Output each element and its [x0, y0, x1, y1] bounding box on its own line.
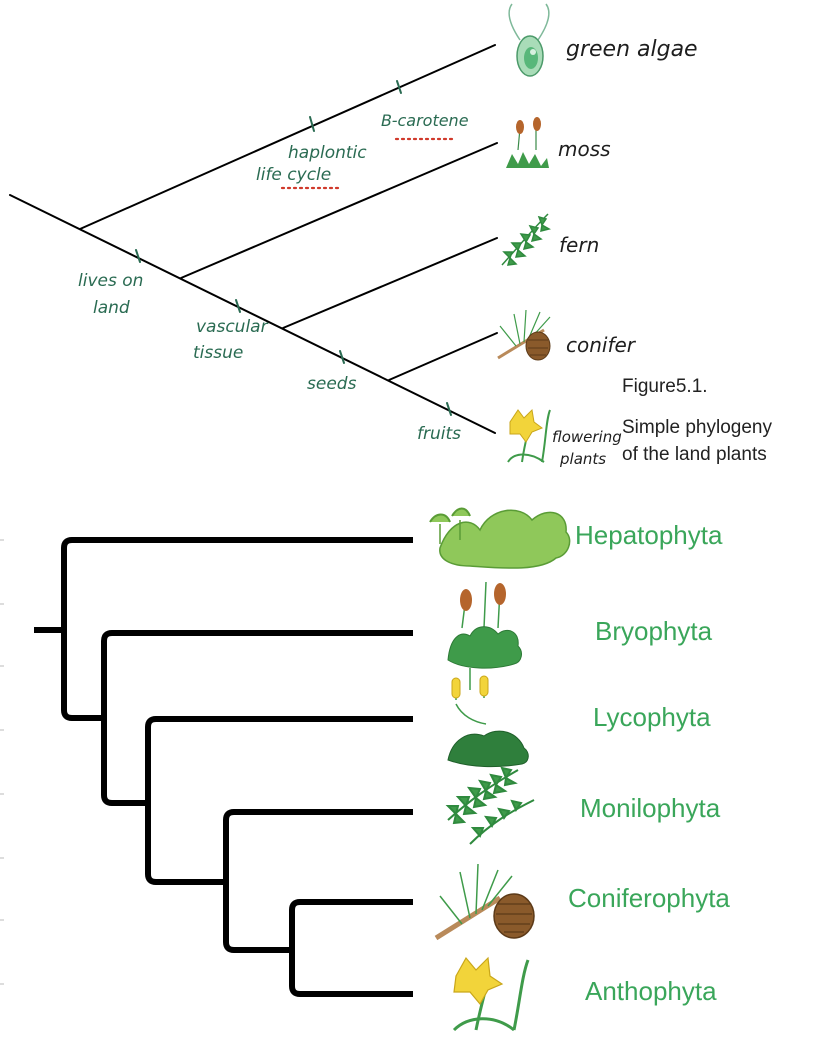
conifer-icon — [497, 309, 551, 361]
taxon-moss: moss — [558, 137, 611, 161]
tick-seeds — [339, 350, 345, 364]
taxon-anthophyta: Anthophyta — [585, 976, 717, 1006]
taxon-fern: fern — [559, 233, 599, 257]
left-edge-marks — [0, 539, 4, 985]
top-taxa-labels: green algae moss fern conifer flowering … — [552, 37, 698, 468]
label-haplontic: haplontic — [288, 143, 367, 163]
taxon-lycophyta: Lycophyta — [593, 702, 711, 732]
tick-beta-carotene — [396, 80, 402, 94]
figure-caption: Figure5.1. Simple phylogeny of the land … — [622, 376, 772, 465]
label-land: land — [93, 298, 130, 318]
caption-figure-number: Figure5.1. — [622, 376, 708, 397]
branch-green-algae — [79, 44, 496, 230]
label-lives-on: lives on — [78, 271, 143, 291]
character-labels: lives on land vascular tissue seeds frui… — [78, 111, 469, 444]
character-ticks — [135, 80, 452, 416]
top-cladogram — [9, 44, 498, 434]
lycophyte-icon — [447, 668, 529, 768]
clade-monilophyta-up — [223, 809, 413, 953]
caption-line-2: of the land plants — [622, 444, 767, 465]
taxon-monilophyta: Monilophyta — [580, 793, 721, 823]
bottom-cladogram — [34, 537, 413, 997]
branch-conifer — [388, 332, 498, 381]
taxon-conifer: conifer — [566, 333, 637, 357]
tick-vascular-tissue — [235, 299, 241, 313]
tick-fruits — [446, 402, 452, 416]
branch-fern — [282, 237, 498, 329]
taxon-plants: plants — [559, 450, 606, 468]
conifer-large-icon — [434, 863, 535, 941]
branch-moss — [180, 142, 498, 279]
label-fruits: fruits — [417, 424, 461, 444]
taxon-green-algae: green algae — [566, 37, 698, 62]
bottom-taxa-labels: Hepatophyta Bryophyta Lycophyta Moniloph… — [568, 520, 730, 1006]
bryophyte-icon — [447, 581, 522, 669]
label-beta-carotene: B-carotene — [381, 111, 469, 130]
moss-icon — [506, 117, 549, 168]
anthophyte-icon — [452, 956, 530, 1032]
tick-lives-on-land — [135, 249, 141, 263]
fern-icon — [501, 213, 551, 266]
monilophyte-icon — [445, 766, 535, 845]
liverwort-icon — [429, 507, 571, 569]
clade-bryophyta-up — [101, 630, 413, 806]
clade-all — [61, 537, 413, 721]
taxon-bryophyta: Bryophyta — [595, 616, 713, 646]
flower-icon-top — [507, 408, 551, 463]
taxon-hepatophyta: Hepatophyta — [575, 520, 723, 550]
caption-line-1: Simple phylogeny — [622, 417, 772, 438]
taxon-coniferophyta: Coniferophyta — [568, 883, 730, 913]
clade-seed-plants — [289, 899, 413, 997]
top-root-branch — [9, 194, 496, 434]
taxon-flowering: flowering — [552, 428, 622, 446]
clade-lycophyta-up — [145, 716, 413, 885]
green-algae-icon — [508, 3, 550, 77]
label-seeds: seeds — [307, 374, 357, 394]
label-vascular: vascular — [196, 317, 269, 337]
label-tissue: tissue — [193, 343, 243, 363]
tick-haplontic — [309, 116, 315, 132]
label-life-cycle: life cycle — [256, 165, 331, 185]
